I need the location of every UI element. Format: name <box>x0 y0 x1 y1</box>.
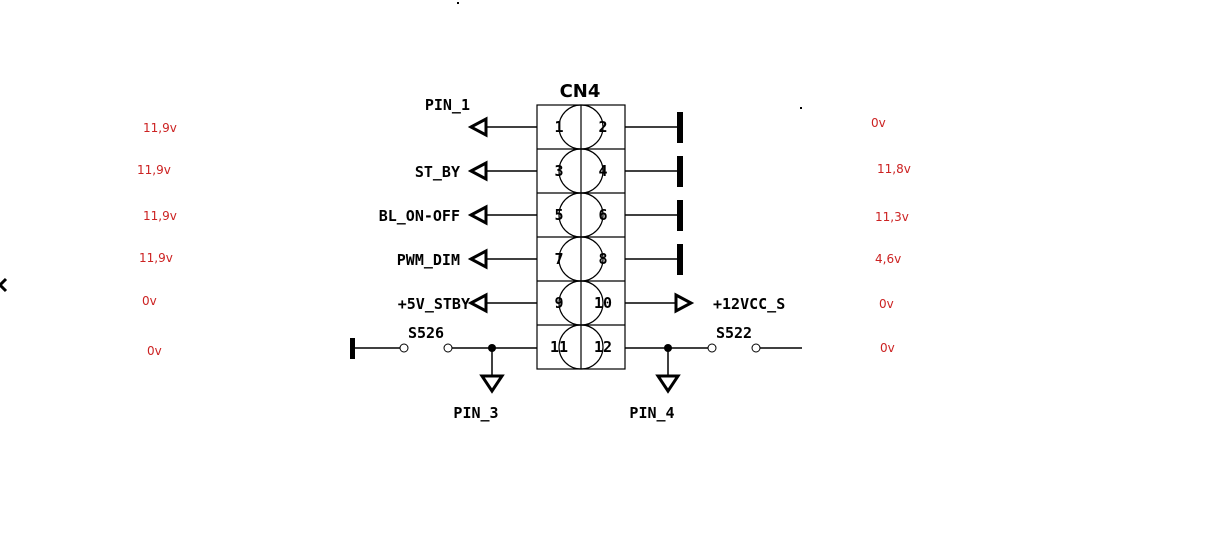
connector-title: CN4 <box>560 81 601 102</box>
terminal-bar-icon <box>677 200 683 231</box>
voltage-reading: 11,8v <box>877 162 911 176</box>
voltage-reading: 11,9v <box>137 163 171 177</box>
pin-number: 5 <box>554 206 563 224</box>
switch-contact-icon <box>707 343 717 353</box>
voltage-reading: 0v <box>879 297 894 311</box>
net-label-5v-stby: +5V_STBY <box>398 295 470 313</box>
voltage-reading: 11,3v <box>875 210 909 224</box>
right-wires <box>625 126 680 304</box>
connector-body <box>536 104 626 370</box>
net-label-pin1: PIN_1 <box>425 96 470 114</box>
net-label-bl-on-off: BL_ON-OFF <box>379 207 460 225</box>
stray-dot <box>800 107 802 109</box>
switch-label-s526: S526 <box>408 324 444 342</box>
off-page-arrow-icon <box>467 292 488 314</box>
voltage-reading: 11,9v <box>143 121 177 135</box>
net-label-st-by: ST_BY <box>415 163 460 181</box>
pin-number: 10 <box>594 294 612 312</box>
switch-contact-icon <box>751 343 761 353</box>
net-label-pwm-dim: PWM_DIM <box>397 251 460 269</box>
off-page-arrow-icon <box>467 160 488 182</box>
pin-number: 12 <box>594 338 612 356</box>
off-page-arrow-icon <box>674 292 695 314</box>
pin-number: 9 <box>554 294 563 312</box>
pin-number: 11 <box>550 338 568 356</box>
pin-number: 1 <box>554 118 563 136</box>
switch-contact-icon <box>399 343 409 353</box>
off-page-arrow-icon <box>467 116 488 138</box>
partial-chevron-mark <box>0 277 8 293</box>
s526-wiring <box>354 347 537 376</box>
junction-dot-icon <box>488 344 496 352</box>
terminal-bar-icon <box>677 156 683 187</box>
pin-number: 3 <box>554 162 563 180</box>
ground-arrow-icon <box>655 374 681 394</box>
pin-number: 2 <box>598 118 607 136</box>
ground-label-pin3: PIN_3 <box>453 404 498 422</box>
voltage-reading: 0v <box>880 341 895 355</box>
pin-number: 8 <box>598 250 607 268</box>
terminal-bar-icon <box>350 338 355 359</box>
voltage-reading: 11,9v <box>143 209 177 223</box>
voltage-reading: 11,9v <box>139 251 173 265</box>
ground-arrow-icon <box>479 374 505 394</box>
pin-number: 7 <box>554 250 563 268</box>
left-wires <box>486 126 537 304</box>
stray-dot <box>457 2 459 4</box>
voltage-reading: 0v <box>147 344 162 358</box>
switch-label-s522: S522 <box>716 324 752 342</box>
terminal-bar-icon <box>677 112 683 143</box>
off-page-arrow-icon <box>467 248 488 270</box>
junction-dot-icon <box>664 344 672 352</box>
pin-number: 6 <box>598 206 607 224</box>
voltage-reading: 4,6v <box>875 252 901 266</box>
net-label-12vcc: +12VCC_S <box>713 295 785 313</box>
terminal-bar-icon <box>677 244 683 275</box>
off-page-arrow-icon <box>467 204 488 226</box>
ground-label-pin4: PIN_4 <box>629 404 674 422</box>
pin-number: 4 <box>598 162 607 180</box>
switch-contact-icon <box>443 343 453 353</box>
voltage-reading: 0v <box>142 294 157 308</box>
voltage-reading: 0v <box>871 116 886 130</box>
